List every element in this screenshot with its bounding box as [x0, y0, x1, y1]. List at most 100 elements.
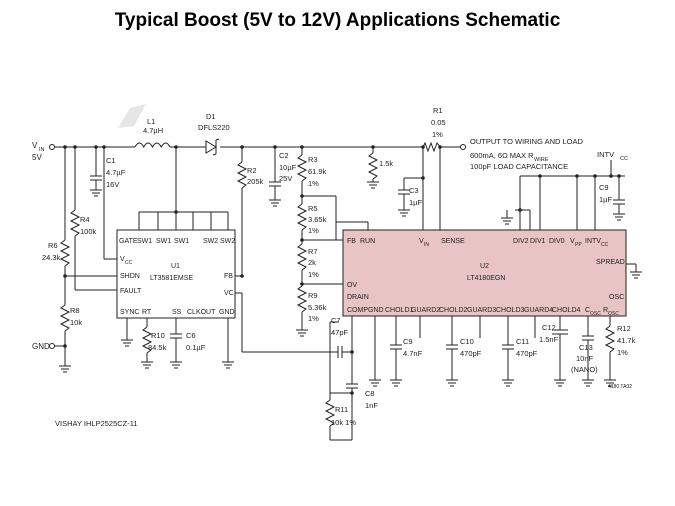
- r9-ref: R9: [308, 291, 318, 300]
- u1-chip: [116, 229, 236, 319]
- c7-value: 47pF: [331, 328, 349, 337]
- u2-pin-osc: OSC: [609, 294, 624, 301]
- u2-pin-guard3: GUARD3: [467, 307, 496, 314]
- r2-value: 205k: [247, 177, 264, 186]
- junction-dots: [63, 145, 621, 395]
- d1-value: DFLS220: [198, 123, 230, 132]
- vin-value: 5V: [32, 153, 42, 162]
- r5-value: 3.65k: [308, 215, 327, 224]
- r1-value: 0.05: [431, 118, 446, 127]
- u1-pin-shdn: SHDN: [120, 273, 140, 280]
- u1-pin-vcc: V: [120, 256, 125, 263]
- c13-ref: C13: [579, 343, 593, 352]
- r4-value: 100k: [80, 227, 97, 236]
- u1-pin-sw1-a: SW1: [137, 238, 152, 245]
- u1-ref: U1: [171, 263, 180, 270]
- c7-ref: C7: [331, 316, 341, 325]
- u2-pin-intvcc-sub: CC: [601, 242, 609, 248]
- u1-pin-sw1-b: SW1: [156, 238, 171, 245]
- u2-pin-div1: DIV1: [530, 238, 546, 245]
- c1-voltage: 16V: [106, 180, 119, 189]
- u1-pin-vcc-sub: CC: [125, 260, 133, 266]
- u1-pin-sw2-a: SW2: [203, 238, 218, 245]
- vin-label: V: [32, 141, 38, 150]
- u2-pin-chold1: CHOLD1: [385, 307, 414, 314]
- u2-pin-cosc-sub: OSC: [590, 311, 601, 317]
- c2-value: 10µF: [279, 163, 297, 172]
- u1-pin-rt: RT: [142, 309, 152, 316]
- u2-pin-guard4: GUARD4: [524, 307, 553, 314]
- r3-ref: R3: [308, 155, 318, 164]
- r11-ref: R11: [335, 405, 348, 414]
- r8-value: 10k: [70, 318, 82, 327]
- c9-value: 4.7nF: [403, 349, 423, 358]
- r1-ref: R1: [433, 106, 443, 115]
- u1-pin-sw1-c: SW1: [174, 238, 189, 245]
- output-line1: OUTPUT TO WIRING AND LOAD: [470, 137, 584, 146]
- r4-ref: R4: [80, 215, 90, 224]
- watermark-logo: [118, 104, 146, 128]
- u2-chip: [342, 229, 627, 317]
- u2-pin-div2: DIV2: [513, 238, 529, 245]
- c6-ref: C6: [186, 331, 196, 340]
- l1-ref: L1: [147, 117, 155, 126]
- output-line2: 600mA, 6Ω MAX R: [470, 151, 534, 160]
- u2-pin-intvcc: INTV: [585, 238, 601, 245]
- slide-title: Typical Boost (5V to 12V) Applications S…: [114, 10, 561, 31]
- c9top-value: 1µF: [599, 195, 612, 204]
- c3-ref: C3: [409, 186, 419, 195]
- u1-pin-vc: VC: [224, 290, 234, 297]
- u2-pin-ov: OV: [347, 282, 357, 289]
- u2-pin-rosc: R: [603, 307, 608, 314]
- labels: V IN 5V GND L1 4.7µH D1 DFLS220 R1 0.05 …: [32, 106, 636, 428]
- r8-ref: R8: [70, 306, 80, 315]
- output-line3: 100pF LOAD CAPACITANCE: [470, 162, 568, 171]
- intvcc-label: INTV: [597, 150, 614, 159]
- u2-pin-spread: SPREAD: [596, 259, 625, 266]
- u2-pin-chold2: CHOLD2: [439, 307, 468, 314]
- u2-pin-rosc-sub: OSC: [608, 311, 619, 317]
- c12-ref: C12: [542, 323, 556, 332]
- c10-ref: C10: [460, 337, 474, 346]
- u2-pin-run: RUN: [360, 238, 375, 245]
- c11-ref: C11: [516, 337, 529, 346]
- r10-ref: R10: [151, 331, 165, 340]
- r6-value: 24.3k: [42, 253, 61, 262]
- r9-tol: 1%: [308, 314, 319, 323]
- r7-tol: 1%: [308, 270, 319, 279]
- u2-pin-gnd: GND: [368, 307, 384, 314]
- r5-ref: R5: [308, 204, 318, 213]
- u1-labels: GATE SW1 SW1 SW1 SW2 SW2 V CC SHDN FAULT…: [119, 238, 235, 316]
- u1-pin-gate: GATE: [119, 238, 138, 245]
- u1-pin-gnd: GND: [219, 309, 235, 316]
- c8-value: 1nF: [365, 401, 378, 410]
- c13-value: 10nF: [576, 354, 594, 363]
- u2-pin-fb: FB: [347, 238, 356, 245]
- r10-value: 84.5k: [148, 343, 167, 352]
- u2-labels: FB RUN V IN SENSE DIV2 DIV1 DIV0 V PP IN…: [347, 238, 625, 317]
- drawing-code: 4180 TA02: [608, 384, 632, 390]
- vin-sub: IN: [39, 147, 45, 153]
- r3-value: 61.9k: [308, 167, 327, 176]
- r7-ref: R7: [308, 247, 318, 256]
- u2-pin-comp: COMP: [347, 307, 368, 314]
- inductor-note: VISHAY IHLP2525CZ-11: [55, 419, 138, 428]
- vin-terminal: [49, 144, 55, 150]
- r12-ref: R12: [617, 324, 631, 333]
- intvcc-sub: CC: [620, 156, 628, 162]
- u2-pin-chold4: CHOLD4: [552, 307, 581, 314]
- c2-voltage: 25V: [279, 174, 292, 183]
- u2-pin-sense: SENSE: [441, 238, 465, 245]
- u2-pin-vpp: V: [570, 238, 575, 245]
- r9-value: 5.36k: [308, 303, 327, 312]
- c6-value: 0.1µF: [186, 343, 206, 352]
- wires: [54, 138, 642, 441]
- c9-ref: C9: [403, 337, 413, 346]
- gnd-terminal: [49, 343, 55, 349]
- u2-pin-drain: DRAIN: [347, 294, 369, 301]
- u2-pin-chold3: CHOLD3: [496, 307, 525, 314]
- c1-value: 4.7µF: [106, 168, 126, 177]
- r5-tol: 1%: [308, 226, 319, 235]
- c1-ref: C1: [106, 156, 116, 165]
- u2-pin-vin: V: [419, 238, 424, 245]
